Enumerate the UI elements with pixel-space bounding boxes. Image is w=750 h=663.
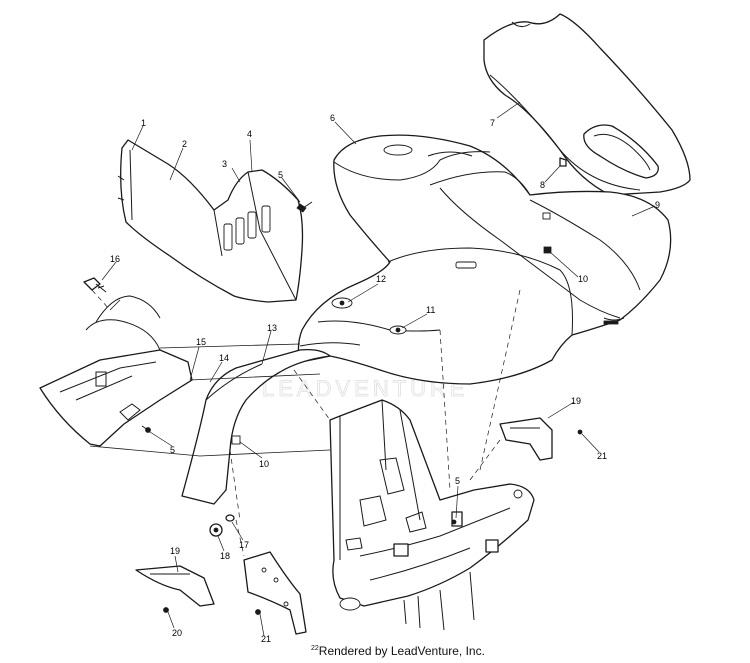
- callout-20: 20: [172, 628, 182, 638]
- callout-10-top: 10: [578, 274, 588, 284]
- callout-13: 13: [267, 323, 277, 333]
- callout-21-lower: 21: [261, 634, 271, 644]
- screw: [296, 201, 313, 213]
- clip: [559, 157, 567, 167]
- callout-8: 8: [540, 180, 545, 190]
- callout-5-frame: 5: [455, 476, 460, 486]
- page-number: 22: [311, 645, 319, 652]
- footwell: [39, 295, 193, 447]
- callout-10-mid: 10: [259, 459, 269, 469]
- callout-1: 1: [141, 118, 146, 128]
- screw-21-right: [577, 429, 583, 435]
- alignment-lines: [89, 289, 521, 557]
- screw-21-lower: [255, 609, 261, 615]
- front-fender-body: [297, 134, 672, 385]
- callout-11: 11: [426, 305, 435, 315]
- callout-12: 12: [376, 274, 386, 284]
- callout-6: 6: [330, 113, 335, 123]
- callout-19-left: 19: [170, 546, 180, 556]
- callout-2: 2: [182, 139, 187, 149]
- callout-3: 3: [222, 159, 227, 169]
- callout-17: 17: [239, 540, 249, 550]
- callout-4: 4: [247, 129, 252, 139]
- bolt: [83, 277, 107, 293]
- callout-16: 16: [110, 254, 120, 264]
- callout-14: 14: [219, 353, 229, 363]
- callout-9: 9: [655, 200, 660, 210]
- seat: [483, 13, 691, 196]
- callout-5-left: 5: [170, 445, 175, 455]
- callout-labels: 1 2 3 4 5 6 7 8 9 10 11 12 13 14 15 16 5…: [110, 113, 660, 644]
- callout-21-right: 21: [597, 451, 607, 461]
- screw-20: [163, 607, 169, 613]
- credit-text: Rendered by LeadVenture, Inc.: [318, 644, 485, 658]
- fender-flare: [181, 348, 331, 505]
- leader-lines: [101, 101, 656, 637]
- callout-7: 7: [490, 118, 495, 128]
- bracket-left: [135, 565, 215, 607]
- callout-15: 15: [196, 337, 206, 347]
- side-panel: [117, 139, 304, 303]
- bracket-right: [499, 417, 553, 461]
- callout-5-top: 5: [278, 170, 283, 180]
- frame: [329, 399, 535, 631]
- callout-18: 18: [220, 551, 230, 561]
- footer-credit: 22Rendered by LeadVenture, Inc.: [311, 644, 485, 658]
- callout-19-right: 19: [571, 396, 581, 406]
- mud-flap: [243, 551, 307, 635]
- nut-washer: [209, 514, 235, 537]
